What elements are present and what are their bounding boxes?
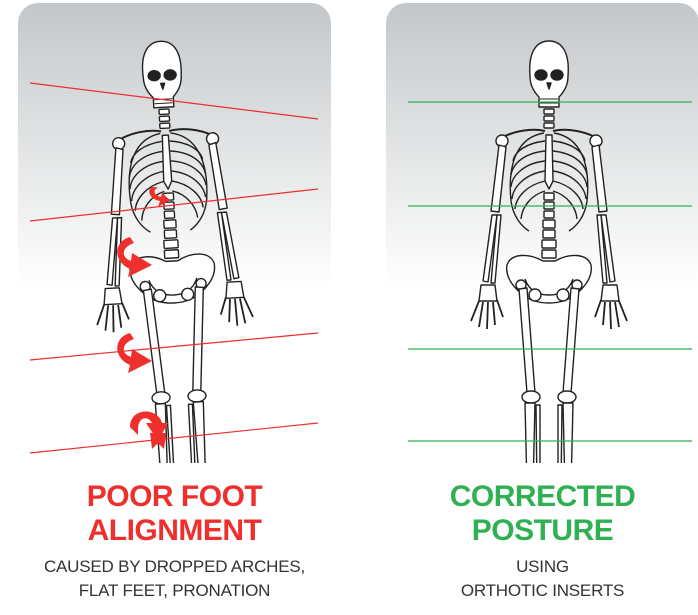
heading-line: POSTURE — [386, 514, 698, 548]
knee-tilt-line — [30, 333, 318, 360]
poor-alignment-subtitle: CAUSED BY DROPPED ARCHES, FLAT FEET, PRO… — [18, 555, 331, 603]
heading-line: CORRECTED — [386, 480, 698, 514]
corrected-posture-illustration — [386, 3, 698, 463]
corrected-posture-subtitle: USING ORTHOTIC INSERTS — [386, 555, 698, 603]
skeleton-figure — [471, 41, 627, 463]
poor-alignment-panel — [18, 3, 331, 463]
rotation-arrow-icon — [117, 333, 152, 373]
corrected-posture-panel — [386, 3, 698, 463]
poor-alignment-illustration — [18, 3, 331, 463]
foot-tilt-line — [30, 423, 318, 453]
corrected-posture-heading: CORRECTED POSTURE — [386, 480, 698, 548]
poor-alignment-heading: POOR FOOT ALIGNMENT — [18, 480, 331, 548]
subtitle-line: ORTHOTIC INSERTS — [386, 579, 698, 603]
subtitle-line: USING — [386, 555, 698, 579]
heading-line: ALIGNMENT — [18, 514, 331, 548]
subtitle-line: CAUSED BY DROPPED ARCHES, — [18, 555, 331, 579]
subtitle-line: FLAT FEET, PRONATION — [18, 579, 331, 603]
heading-line: POOR FOOT — [18, 480, 331, 514]
